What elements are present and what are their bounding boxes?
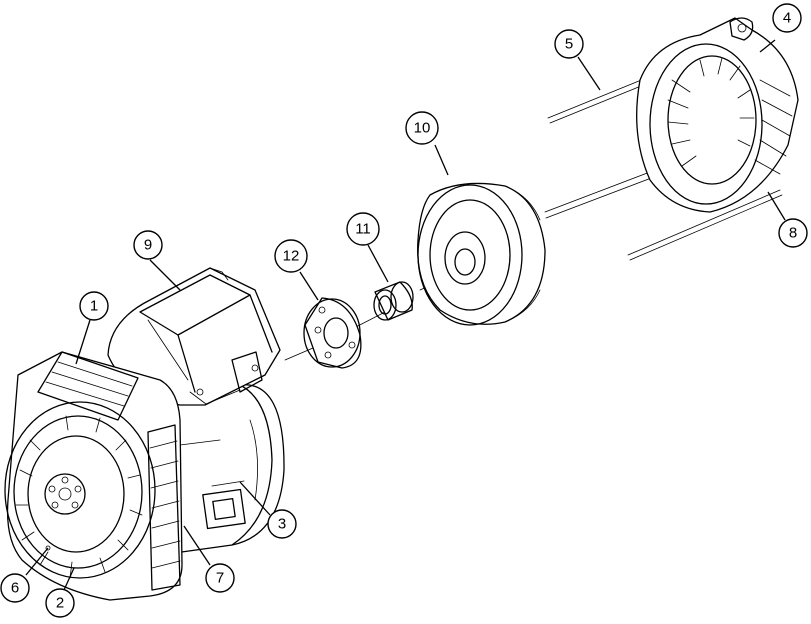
bearing [373,281,414,321]
callout-label: 4 [783,10,791,27]
callout-circle [45,588,75,618]
flange-plate [303,297,362,369]
callout-3: 3 [267,509,297,539]
callout-label: 2 [56,595,64,612]
callout-circle [267,509,297,539]
callout-circle [772,3,802,33]
callout-9: 9 [133,230,163,260]
callout-circle [205,563,235,593]
callout-circle [554,29,584,59]
callout-label: 10 [414,120,431,137]
callout-4: 4 [772,3,802,33]
front-frame [4,351,183,601]
callout-circle [133,230,163,260]
callout-6: 6 [0,573,30,603]
callout-circle [274,239,308,273]
callout-circle [778,218,808,248]
callout-label: 9 [144,237,152,254]
callout-label: 11 [355,221,371,238]
callout-10: 10 [405,111,439,145]
callout-8: 8 [778,218,808,248]
callout-7: 7 [205,563,235,593]
callout-12: 12 [274,239,308,273]
callout-1: 1 [79,291,109,321]
callout-circle [346,212,380,246]
callout-label: 6 [11,580,19,597]
rotor [417,182,546,326]
callout-2: 2 [45,588,75,618]
callout-5: 5 [554,29,584,59]
rear-housing [636,17,799,213]
callout-label: 3 [278,516,286,533]
callout-circle [405,111,439,145]
callout-label: 5 [565,36,573,53]
callout-label: 1 [90,298,98,315]
stator-housing [149,384,285,556]
callout-circle [0,573,30,603]
callout-circle [79,291,109,321]
leader-lines [25,39,786,591]
callout-label: 8 [789,225,797,242]
callout-label: 12 [283,248,300,265]
callout-label: 7 [216,570,224,587]
callout-11: 11 [346,212,380,246]
